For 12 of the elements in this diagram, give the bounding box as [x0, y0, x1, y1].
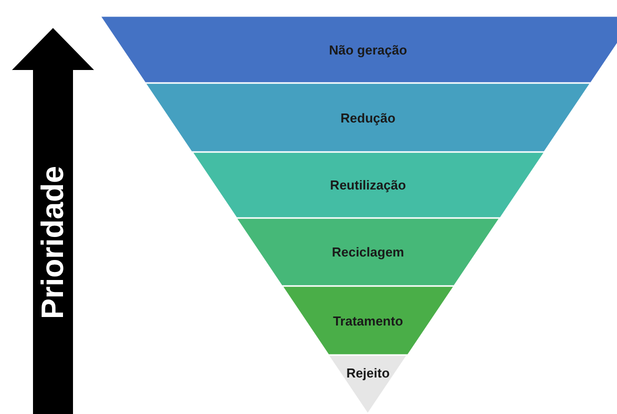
pyramid-tier: [145, 83, 591, 152]
tier-label: Reutilização: [330, 176, 406, 194]
pyramid-tier: [282, 286, 454, 355]
tier-label: Redução: [340, 108, 396, 128]
pyramid-tier: [236, 218, 500, 286]
pyramid-tier: [192, 152, 544, 218]
axis-label: Prioridade: [38, 165, 68, 319]
tier-label: Tratamento: [332, 312, 404, 330]
tier-label: Rejeito: [346, 364, 390, 382]
tier-label: Não geração: [328, 40, 408, 60]
tier-label: Reciclagem: [332, 243, 404, 262]
pyramid-tier: [100, 16, 617, 83]
